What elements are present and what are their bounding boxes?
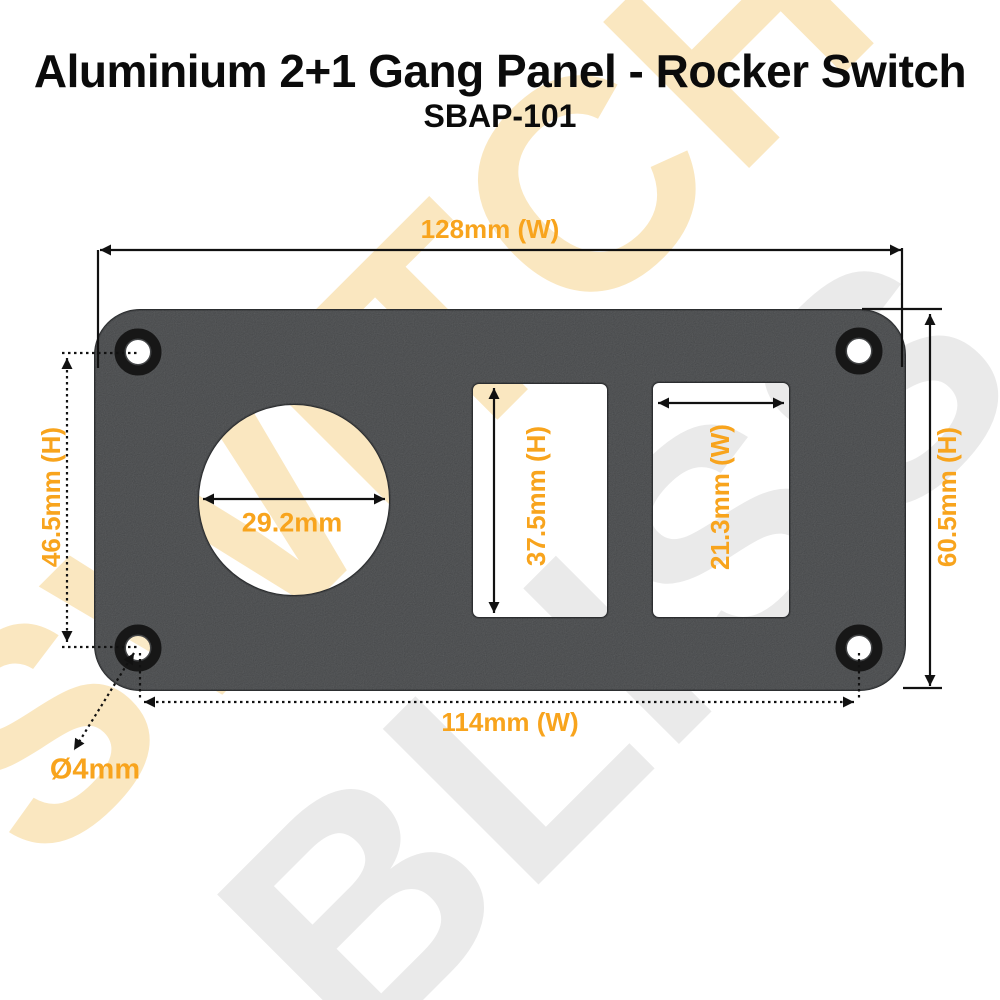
dim-rocker-width-label: 21.3mm (W) bbox=[705, 424, 735, 570]
dim-overall-height-label: 60.5mm (H) bbox=[932, 426, 962, 568]
dim-mount-hole-diameter-lines bbox=[73, 652, 135, 751]
panel-plate bbox=[94, 309, 906, 691]
page-title: Aluminium 2+1 Gang Panel - Rocker Switch bbox=[33, 45, 967, 97]
dim-mount-width-label: 114mm (W) bbox=[441, 707, 579, 737]
dim-mount-height-lines bbox=[61, 351, 140, 649]
dim-mount-hole-diameter-label: Ø4mm bbox=[49, 753, 141, 786]
dim-mount-height-label: 46.5mm (H) bbox=[36, 426, 66, 568]
dim-overall-width-lines bbox=[96, 244, 904, 368]
dim-round-hole-label: 29.2mm bbox=[241, 507, 343, 538]
dim-overall-height-lines bbox=[862, 307, 942, 690]
mounting-hole-rings bbox=[114, 327, 883, 672]
product-code: SBAP-101 bbox=[423, 98, 577, 134]
dim-mount-width-lines bbox=[138, 653, 861, 708]
dim-rocker-height-label: 37.5mm (H) bbox=[521, 425, 551, 567]
dim-overall-width-label: 128mm (W) bbox=[420, 214, 560, 244]
